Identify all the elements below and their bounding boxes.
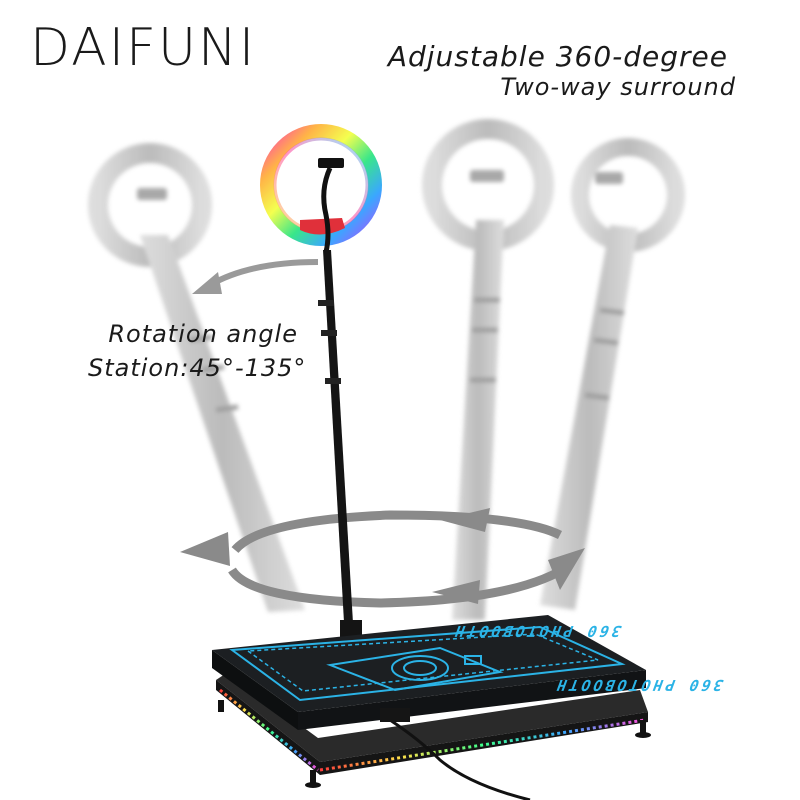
rotation-line-2: Station:45°-135° <box>88 354 307 382</box>
ring-light <box>260 124 382 246</box>
headline-line-1: Adjustable 360-degree <box>387 40 728 73</box>
rotation-arrow-icon <box>192 259 319 294</box>
ghost-arm-right <box>540 138 685 610</box>
headline-line-2: Two-way surround <box>500 73 736 101</box>
brand-logo: DAIFUNI <box>30 18 257 78</box>
platform-label-bottom: 360 PHOTOBOOTH <box>552 676 727 693</box>
rotation-line-1: Rotation angle <box>108 320 298 348</box>
ghost-arm-mid <box>422 119 554 620</box>
rotation-caption: Rotation angle Station:45°-135° <box>88 320 307 382</box>
platform-label-top: 360 PHOTOBOOTH <box>450 622 625 639</box>
surround-arrows-icon <box>180 508 585 608</box>
stand-pole <box>318 250 362 640</box>
platform <box>212 615 651 800</box>
feature-headline: Adjustable 360-degree Two-way surround <box>387 40 735 101</box>
camera-icon <box>326 646 504 692</box>
phone-holder <box>318 158 344 253</box>
ghost-arm-left <box>88 143 305 612</box>
